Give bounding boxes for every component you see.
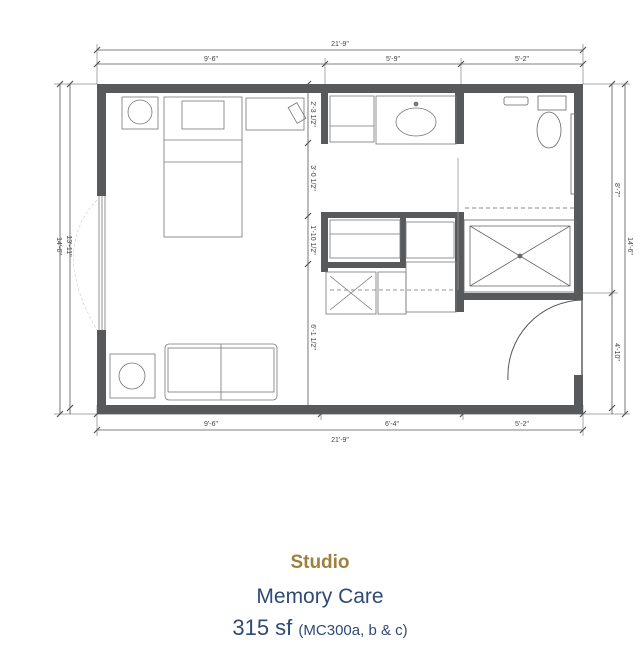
- dim-bottom-right: 5'-2": [515, 421, 529, 428]
- nightstand-bottom: [109, 353, 156, 399]
- dim-mid-2: 3'-0 1/2": [309, 165, 316, 191]
- tv: [287, 102, 307, 124]
- dim-left-outer: 14'-6": [55, 237, 62, 255]
- bathroom: [457, 95, 577, 293]
- dim-bottom-left: 9'-6": [204, 421, 218, 428]
- dim-bottom-overall: 21'-9": [331, 437, 349, 444]
- wall-bar: [570, 113, 576, 195]
- dresser: [245, 97, 305, 131]
- sink-icon: [395, 107, 437, 137]
- dim-top-left: 9'-6": [204, 56, 218, 63]
- drain-icon: [517, 253, 523, 259]
- plan-area: 315 sf (MC300a, b & c): [0, 615, 640, 641]
- nightstand-top: [121, 96, 159, 130]
- grab-bar: [503, 96, 529, 106]
- window-swing: [73, 199, 98, 331]
- dimension-lines: [54, 44, 630, 436]
- dim-top-overall: 21'-9": [331, 41, 349, 48]
- dim-mid-4: 6'-1 1/2": [309, 324, 316, 350]
- closet-lower: [329, 219, 401, 259]
- toilet-icon: [536, 111, 562, 149]
- dim-right-lower: 4'-10": [613, 343, 620, 361]
- kitchen-sink: [325, 271, 377, 315]
- toilet-tank: [537, 95, 567, 111]
- dim-mid-3: 1'-10 1/2": [309, 225, 316, 255]
- dim-mid-1: 2'-3 1/2": [309, 101, 316, 127]
- dim-right-outer: 14'-6": [626, 237, 633, 255]
- vanity: [375, 95, 457, 145]
- plan-subtitle: Memory Care: [256, 585, 384, 608]
- dim-top-middle: 5'-9": [386, 56, 400, 63]
- bed: [163, 96, 243, 238]
- bedroom-furniture: [109, 96, 307, 401]
- pillow: [181, 100, 225, 130]
- walls: [97, 84, 583, 414]
- dim-right-upper: 8'-7": [613, 183, 620, 197]
- lamp-icon: [127, 99, 153, 125]
- area-note: (MC300a, b & c): [298, 622, 408, 639]
- window: [98, 196, 106, 330]
- closet-upper-left: [329, 95, 375, 143]
- area-value: 315 sf: [232, 615, 293, 640]
- plan-title: Studio: [290, 552, 350, 573]
- floor-plan: 21'-9" 9'-6" 5'-9" 5'-2" 9'-6" 6'-4" 5'-…: [54, 41, 633, 444]
- closet-kitchenette: [325, 95, 457, 315]
- shower: [463, 219, 577, 293]
- dim-bottom-middle: 6'-4": [385, 421, 399, 428]
- dimension-labels: 21'-9" 9'-6" 5'-9" 5'-2" 9'-6" 6'-4" 5'-…: [55, 41, 633, 444]
- dim-top-right: 5'-2": [515, 56, 529, 63]
- fridge: [405, 261, 457, 313]
- dim-left-inner: 13'-11": [65, 235, 72, 257]
- entry-door: [507, 299, 583, 381]
- lamp-icon-bottom: [118, 362, 146, 390]
